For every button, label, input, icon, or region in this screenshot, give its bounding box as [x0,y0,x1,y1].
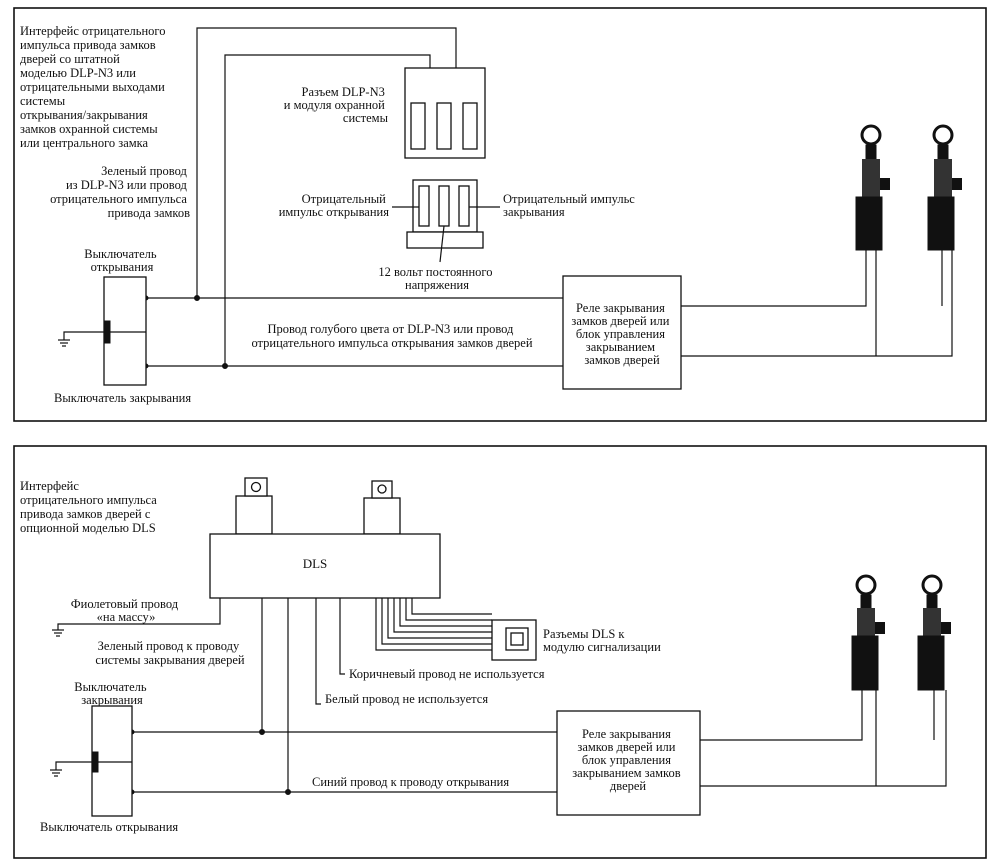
connector-label: Разъем DLP-N3 и модуля охранной системы [284,85,389,125]
junction-dot [194,295,200,301]
close-switch-label: Выключатель закрывания [74,680,150,707]
green-wire-label: Зеленый провод к проводу системы закрыва… [95,639,245,667]
panel-2-wires [50,598,947,793]
junction-dot [259,729,265,735]
close-switch-label: Выключатель закрывания [54,391,191,405]
panel-1-frame [13,7,987,422]
door-lock-actuator [851,574,885,691]
brown-wire-label: Коричневый провод не используется [349,667,545,681]
ground-lead-2 [55,761,92,770]
dls-harness [375,598,492,651]
panel-1-wires [58,27,953,367]
door-lock-actuator [927,124,962,251]
relay-box-1 [562,275,682,390]
wire-violet-ground [57,598,221,630]
open-switch-label: Выключатель открывания [40,820,178,834]
wire-relay-to-actuator-2 [700,690,947,787]
dls-label: DLS [303,556,328,571]
wire-relay-to-actuator-1 [681,250,867,307]
switch-box-2 [91,705,133,817]
relay-label: Реле закрывания замков дверей или блок у… [572,727,684,793]
wire-relay-to-actuator-1 [700,690,863,741]
white-wire-label: Белый провод не используется [325,692,488,706]
wire-white [315,598,321,705]
door-lock-actuator [855,124,890,251]
panel-2-frame [13,445,987,859]
wire-connector-to-open-line [196,27,457,298]
twelve-volt-label: 12 вольт постоянного напряжения [378,265,495,292]
blue-wire-label: Синий провод к проводу открывания [312,775,509,789]
neg-close-label: Отрицательный импульс закрывания [503,192,638,219]
dlp-n3-connector [404,67,486,159]
panel-dlp-n3: Интерфейс отрицательного импульса привод… [13,7,987,422]
blue-wire-label: Провод голубого цвета от DLP-N3 или пров… [251,322,532,350]
interface-title: Интерфейс отрицательного импульса привод… [20,479,160,535]
pin-plug [392,179,500,263]
door-lock-actuator [917,574,951,691]
interface-title: Интерфейс отрицательного импульса привод… [20,24,169,150]
violet-wire-label: Фиолетовый провод «на массу» [71,597,181,624]
dls-connector [491,619,537,661]
relay-box-2 [556,710,701,816]
wire-brown [339,598,345,675]
dls-connectors-label: Разъемы DLS к модулю сигнализации [543,627,661,654]
wire-relay-to-actuator-2 [681,250,953,357]
dls-module [209,477,441,599]
junction-dot [222,363,228,369]
ground-lead-1 [63,331,104,340]
panel-dls: Интерфейс отрицательного импульса привод… [13,445,987,859]
green-wire-label: Зеленый провод из DLP-N3 или провод отри… [50,164,190,220]
neg-open-label: Отрицательный импульс открывания [279,192,390,219]
relay-label: Реле закрывания замков дверей или блок у… [571,301,672,367]
switch-box-1 [103,276,147,386]
wire-connector-to-close-line [224,54,431,366]
open-switch-label: Выключатель открывания [84,247,160,274]
junction-dot [285,789,291,795]
